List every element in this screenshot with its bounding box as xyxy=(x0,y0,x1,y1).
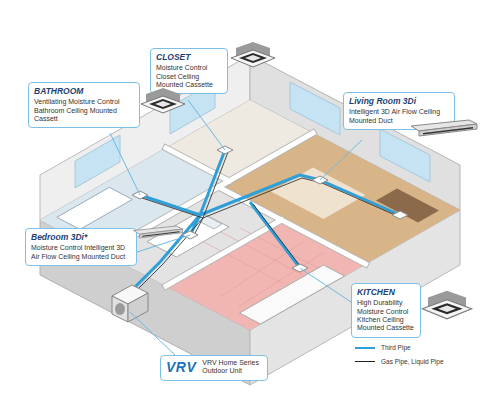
outdoor-unit xyxy=(128,293,148,322)
room-callout: BATHROOM Ventilating Moisture Control Bat… xyxy=(28,82,140,128)
outdoor-unit xyxy=(112,296,128,322)
indoor-unit xyxy=(132,146,408,272)
room-floor xyxy=(166,220,366,330)
room-heading: KITCHEN xyxy=(357,287,415,297)
furniture xyxy=(57,187,133,229)
legend-text: Gas Pipe, Liquid Pipe xyxy=(381,358,444,365)
leader-line xyxy=(110,133,140,195)
legend-line-sample xyxy=(355,361,375,362)
pipe-route xyxy=(130,150,400,292)
room-heading: Bedroom 3Di* xyxy=(31,232,131,242)
interior-wall xyxy=(103,133,366,286)
duct-icon xyxy=(133,226,182,238)
room-heading: Living Room 3Di xyxy=(349,96,449,106)
pipe-route xyxy=(130,150,402,294)
interior-wall xyxy=(103,133,366,286)
interior-wall xyxy=(103,133,366,286)
leader-line xyxy=(130,312,175,355)
leader-line xyxy=(137,235,190,252)
room-heading: VRV xyxy=(166,359,196,376)
legend-line-sample xyxy=(355,347,375,349)
furniture xyxy=(376,189,439,223)
outdoor-unit xyxy=(112,285,148,322)
room-callout: Bedroom 3Di* Moisture Control Intelligent… xyxy=(25,228,137,266)
pipe-route xyxy=(133,152,402,294)
room-callout: CLOSET Moisture Control Closet Ceiling Mo… xyxy=(150,48,228,94)
leader-line xyxy=(188,100,225,150)
unit-description: VRV Home Series Outdoor Unit xyxy=(202,359,262,376)
outdoor-unit-callout: VRV VRV Home Series Outdoor Unit xyxy=(160,355,268,381)
room-callout: KITCHEN High Durability Moisture Control … xyxy=(351,283,421,338)
leader-line xyxy=(320,140,362,180)
cassette-icon xyxy=(231,42,275,67)
unit-description: High Durability Moisture Control Kitchen… xyxy=(357,299,415,333)
room-heading: CLOSET xyxy=(156,52,222,62)
legend-text: Third Pipe xyxy=(381,344,411,351)
furniture xyxy=(240,265,345,324)
room-callout: Living Room 3DiIntelligent 3D Air Flow C… xyxy=(343,92,455,130)
indoor-unit xyxy=(392,211,408,219)
unit-description: Intelligent 3D Air Flow Ceiling Mounted … xyxy=(349,108,449,125)
unit-description: Moisture Control Intelligent 3D Air Flow… xyxy=(31,244,131,261)
furniture xyxy=(147,212,229,257)
leader-line xyxy=(300,268,351,302)
unit-description: Ventilating Moisture Control Bathroom Ce… xyxy=(34,98,134,123)
legend-item: Gas Pipe, Liquid Pipe xyxy=(355,358,444,365)
room-heading: BATHROOM xyxy=(34,86,134,96)
legend-item: Third Pipe xyxy=(355,344,411,351)
unit-description: Moisture Control Closet Ceiling Mounted … xyxy=(156,64,222,89)
cassette-icon xyxy=(422,291,471,319)
leader-line xyxy=(110,100,362,355)
outdoor-unit xyxy=(115,303,125,315)
